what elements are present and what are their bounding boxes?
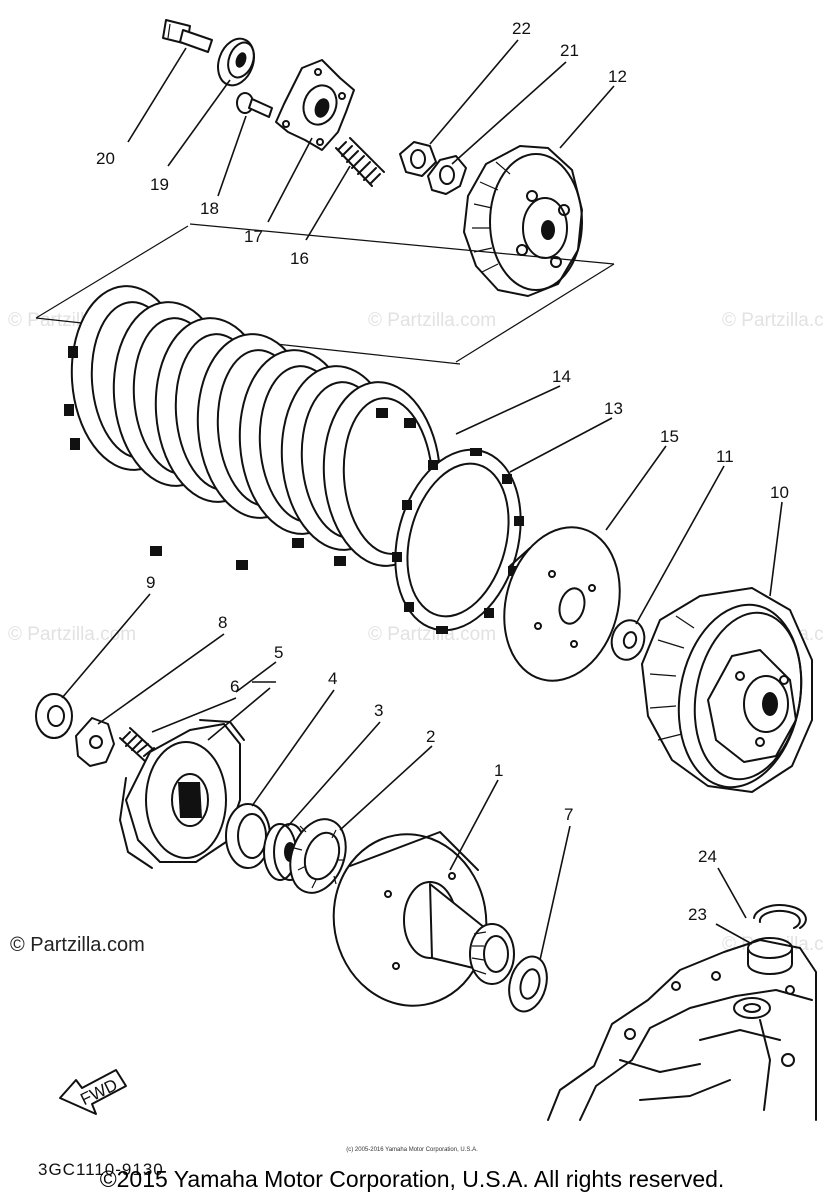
part-12-boss xyxy=(463,145,583,297)
clutch-plate-stack xyxy=(64,285,442,570)
watermark-text: © Partzilla.com xyxy=(368,310,496,331)
callout-20: 20 xyxy=(96,149,115,168)
callout-24: 24 xyxy=(698,847,717,866)
part-5-shoe-assembly xyxy=(119,719,245,869)
callout-21: 21 xyxy=(560,41,579,60)
callout-16: 16 xyxy=(290,249,309,268)
crankcase-fragment xyxy=(547,939,817,1121)
part-7-washer xyxy=(508,955,548,1013)
callout-12: 12 xyxy=(608,67,627,86)
callout-7: 7 xyxy=(564,805,573,824)
part-9-washer xyxy=(35,693,73,739)
part-8-plate xyxy=(75,717,115,767)
part-17-plate xyxy=(275,59,355,151)
callout-6: 6 xyxy=(230,677,239,696)
callout-19: 19 xyxy=(150,175,169,194)
callout-22: 22 xyxy=(512,19,531,38)
part-23-plug xyxy=(747,937,793,975)
part-24-circlip xyxy=(753,904,807,929)
partzilla-brand-mark: © Partzilla.com xyxy=(10,934,145,956)
callout-10: 10 xyxy=(770,483,789,502)
watermark-text: © Partzilla.com xyxy=(722,310,824,331)
part-11-washer xyxy=(610,619,646,661)
callout-13: 13 xyxy=(604,399,623,418)
part-10-housing xyxy=(641,587,813,793)
callout-3: 3 xyxy=(374,701,383,720)
part-15-plate xyxy=(503,526,621,682)
leader-lines xyxy=(61,39,783,961)
callout-18: 18 xyxy=(200,199,219,218)
callout-23: 23 xyxy=(688,905,707,924)
callout-4: 4 xyxy=(328,669,337,688)
callout-11: 11 xyxy=(716,447,734,466)
drawing-code: 3GC1110-9130 xyxy=(38,1160,164,1179)
callout-1: 1 xyxy=(494,761,503,780)
part-13-friction-plate xyxy=(392,448,524,634)
part-20-bolt xyxy=(162,19,213,53)
part-2-one-way-clutch xyxy=(289,818,347,894)
callout-9: 9 xyxy=(146,573,155,592)
callout-14: 14 xyxy=(552,367,571,386)
callout-8: 8 xyxy=(218,613,227,632)
footer-copyright: ©2015 Yamaha Motor Corporation, U.S.A. A… xyxy=(99,1166,725,1192)
group-bracket-top xyxy=(35,223,615,365)
callout-17: 17 xyxy=(244,227,263,246)
part-1-drum xyxy=(332,831,515,1007)
watermark-text: © Partzilla.com xyxy=(8,624,136,645)
fwd-arrow-icon: FWD xyxy=(59,1069,127,1115)
part-6-spring xyxy=(119,727,157,763)
part-22-nut xyxy=(399,141,437,177)
callout-5: 5 xyxy=(274,643,283,662)
callout-labels: 20 19 18 17 16 22 21 12 14 13 15 11 10 9… xyxy=(96,19,789,924)
part-18-bolt xyxy=(236,92,273,118)
small-copyright: (c) 2005-2016 Yamaha Motor Corporation, … xyxy=(346,1147,478,1153)
part-21-washer xyxy=(427,155,467,195)
callout-2: 2 xyxy=(426,727,435,746)
part-19-bearing xyxy=(217,37,255,87)
part-16-spring xyxy=(335,137,385,187)
watermark-text: © Partzilla.com xyxy=(368,624,496,645)
callout-15: 15 xyxy=(660,427,679,446)
